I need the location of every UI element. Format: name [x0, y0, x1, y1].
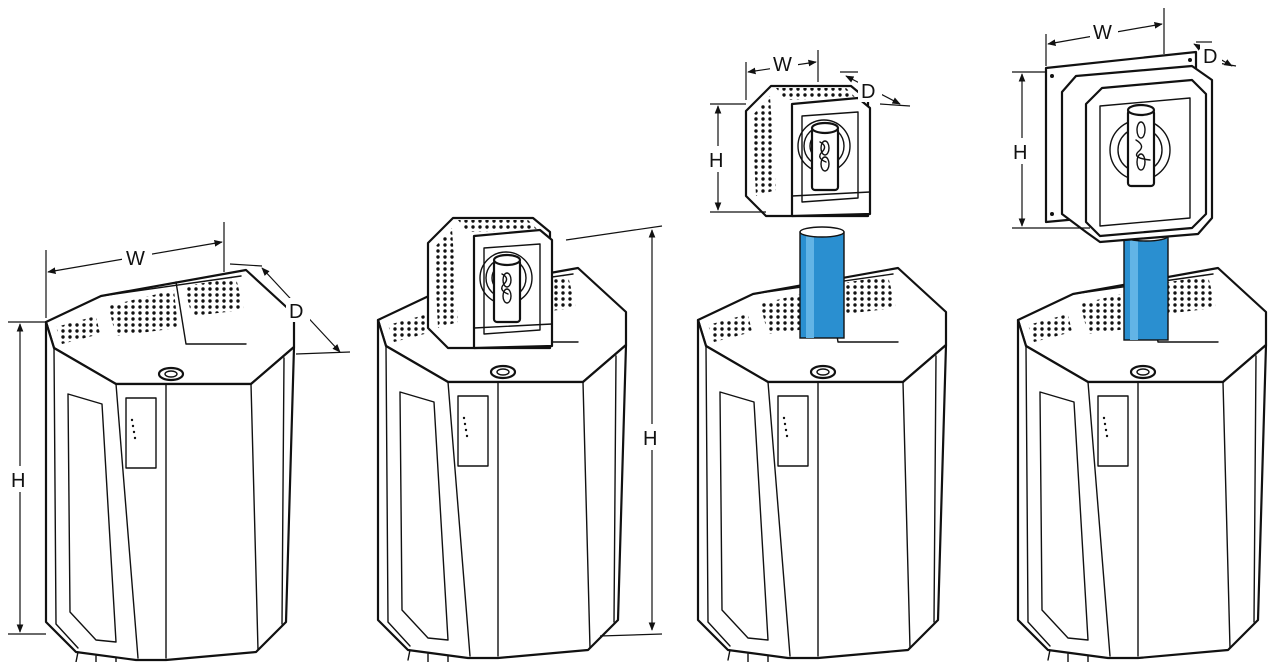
figure-cabinet-with-top-fan-module: H: [376, 216, 666, 662]
dim-label-width: W: [126, 248, 145, 270]
figure-cabinet: W D H: [8, 222, 351, 662]
dim-label-height-3: H: [709, 150, 723, 172]
dim-label-height-2: H: [643, 428, 657, 450]
dim-label-height: H: [11, 470, 25, 492]
figure-fan-module-on-pipe: W D H: [696, 50, 948, 662]
dim-label-depth-4: D: [1203, 46, 1217, 68]
dim-label-depth-3: D: [861, 81, 875, 103]
dim-label-depth: D: [289, 301, 303, 323]
figure-fan-module-wall-plate-on-pipe: W D H: [1010, 8, 1268, 662]
dim-label-height-4: H: [1013, 142, 1027, 164]
dim-label-width-4: W: [1093, 22, 1112, 44]
dim-label-width-3: W: [773, 54, 792, 76]
